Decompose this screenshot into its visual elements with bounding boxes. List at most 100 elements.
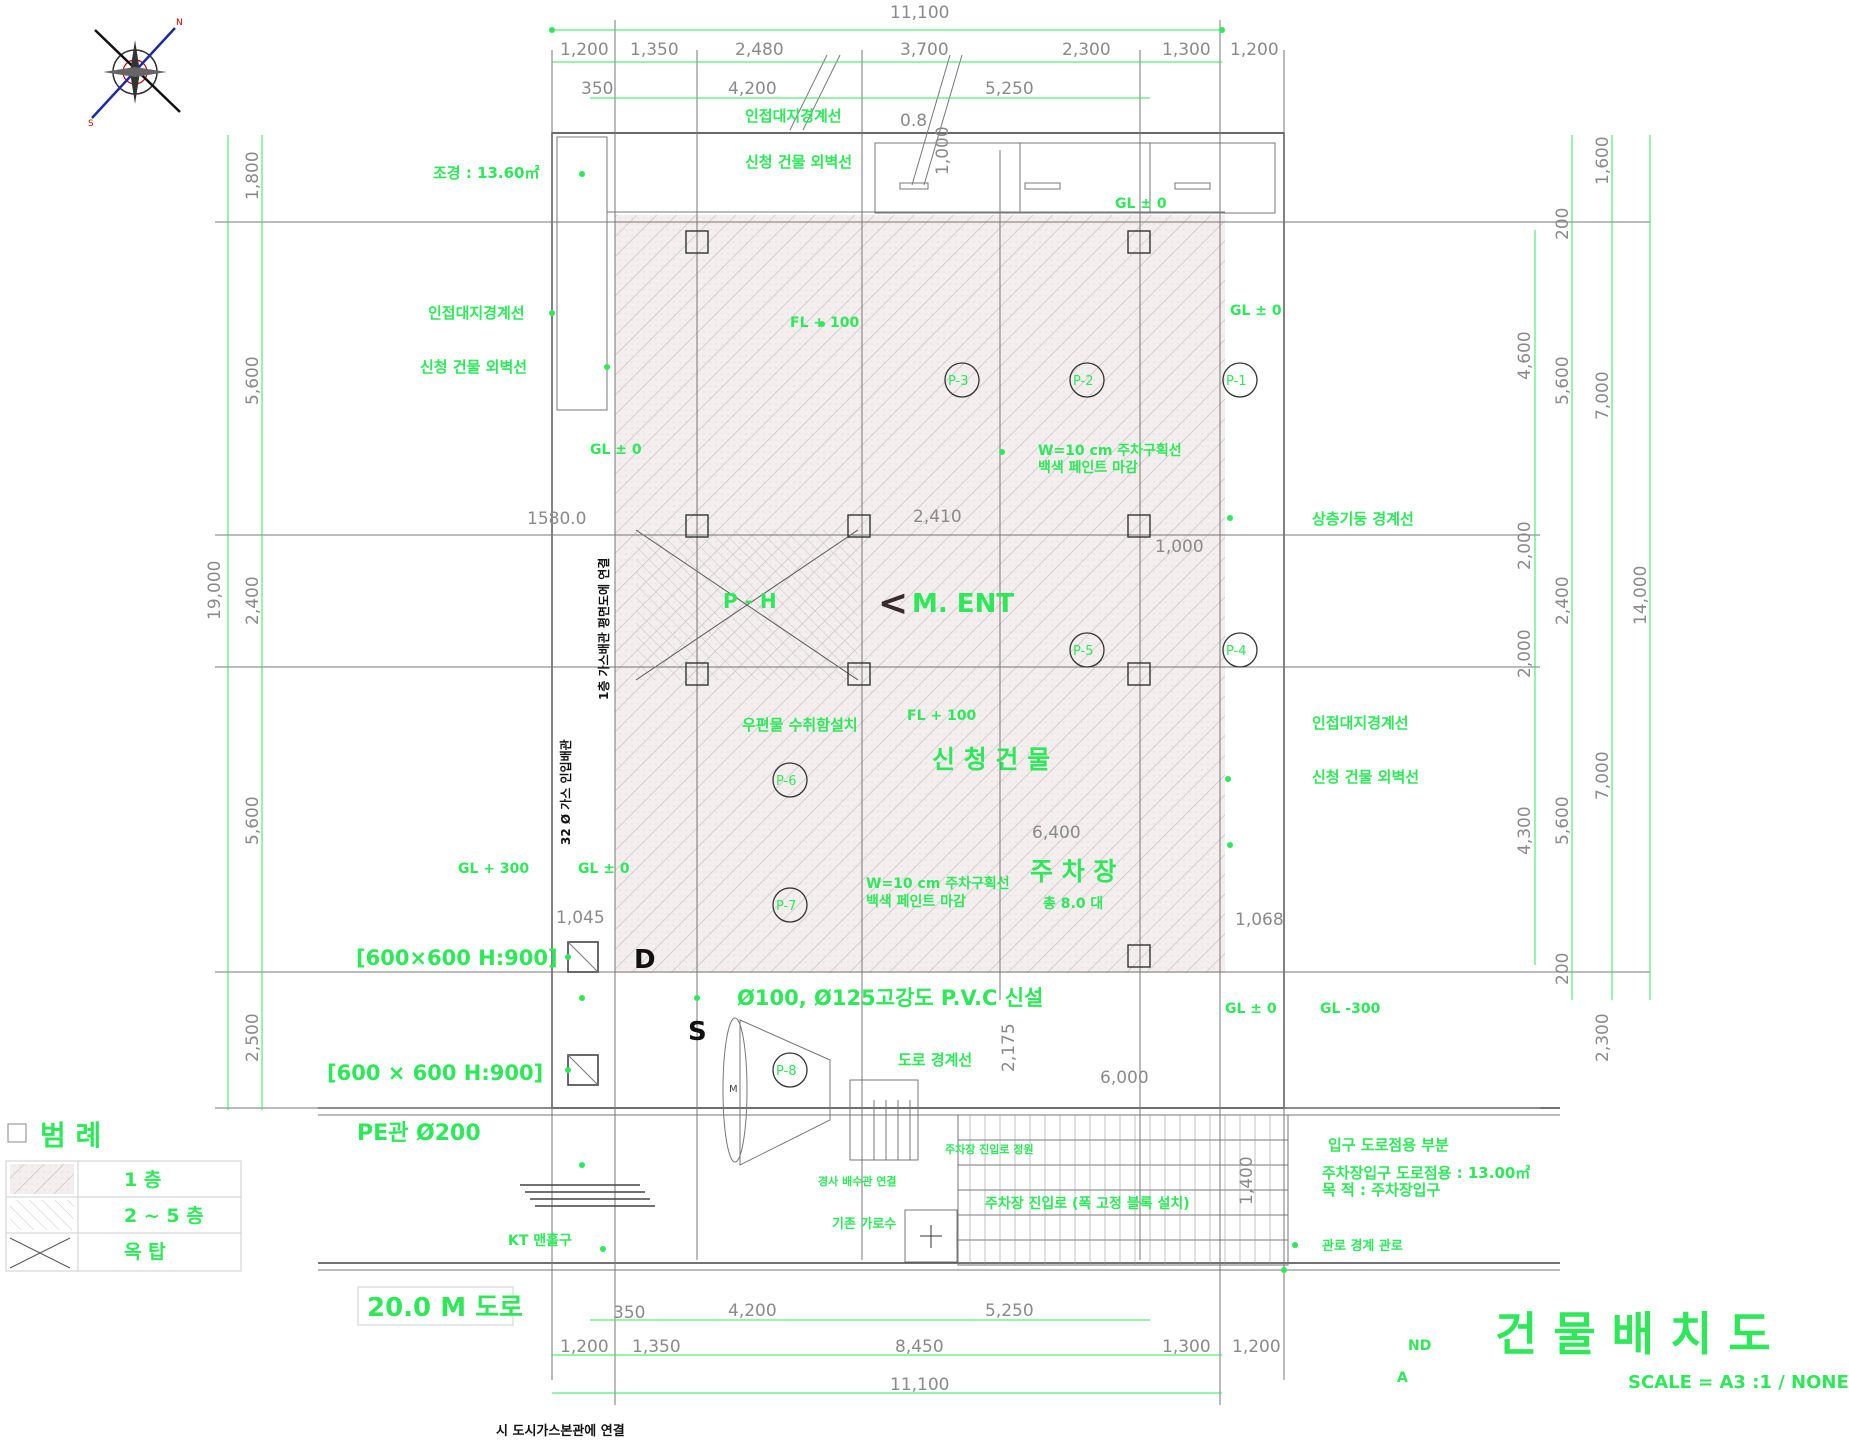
svg-text:7,000: 7,000 (1593, 751, 1613, 800)
tree-label: 기존 가로수 (832, 1217, 896, 1232)
road-boundary-label: 도로 경계선 (898, 1051, 972, 1069)
box-d-label: D (634, 945, 656, 975)
dim-bottom-r2: 1,200 (560, 1337, 609, 1357)
box-s-size: [600 × 600 H:900] (327, 1061, 543, 1085)
svg-text:P-8: P-8 (776, 1064, 797, 1079)
svg-text:P-6: P-6 (776, 774, 797, 789)
dim-label: 1,000 (933, 126, 953, 175)
ramp-label: 주차장 진입로 (폭 고정 블록 설치) (985, 1195, 1190, 1212)
legend-item-1: 1 층 (124, 1169, 161, 1191)
dim-top-total: 11,100 (890, 3, 949, 23)
dim-bottom-r2: 1,350 (632, 1337, 681, 1357)
fl-label: FL + 100 (907, 708, 976, 724)
ramp-small-label: 주차장 진입로 정원 (945, 1142, 1034, 1156)
dim-top-r1: 2,300 (1062, 40, 1111, 60)
dim-bottom-r2: 8,450 (895, 1337, 944, 1357)
parking-line-label: 백색 페인트 마감 (866, 893, 966, 910)
svg-text:2,300: 2,300 (1593, 1013, 1613, 1062)
dim-label: 1,045 (556, 908, 605, 928)
entrance-arrow-icon: < (878, 583, 908, 624)
dim-top-r1: 1,200 (1230, 40, 1279, 60)
eaves-line-label: 상층기둥 경계선 (1312, 510, 1414, 528)
svg-text:5,600: 5,600 (1553, 796, 1573, 845)
dim-top-r1: 1,300 (1162, 40, 1211, 60)
svg-text:S: S (88, 119, 94, 129)
landscape-area (556, 136, 608, 411)
gas-pipe-label: 1층 가스배관 평면도에 연결 (596, 558, 611, 700)
svg-text:2,400: 2,400 (1553, 576, 1573, 625)
gl-label: GL -300 (1320, 1001, 1381, 1017)
dim-top-r1: 2,480 (735, 40, 784, 60)
dim-label: 1,000 (1155, 537, 1204, 557)
svg-text:5,600: 5,600 (243, 796, 263, 845)
svg-text:P-2: P-2 (1073, 374, 1094, 389)
legend-heading: 범 례 (40, 1119, 101, 1152)
dim-label: 1,400 (1237, 1156, 1257, 1205)
parking-line-label: W=10 cm 주차구획선 (1038, 442, 1182, 459)
parking-line-label: 백색 페인트 마감 (1038, 459, 1138, 476)
svg-text:P-7: P-7 (776, 899, 797, 914)
building-outline-left: 신청 건물 외벽선 (420, 358, 527, 376)
svg-text:5,600: 5,600 (243, 356, 263, 405)
svg-text:1,800: 1,800 (243, 151, 263, 200)
dim-label: 6,400 (1032, 823, 1081, 843)
pipe-spec-label: Ø100, Ø125고강도 P.V.C 신설 (737, 986, 1043, 1010)
drawing-title: 건 물 배 치 도 (1495, 1307, 1771, 1361)
svg-text:7,000: 7,000 (1593, 371, 1613, 420)
adjacent-boundary-left: 인접대지경계선 (428, 304, 525, 322)
hydrant-label: 관로 경계 관로 (1322, 1238, 1403, 1254)
svg-text:N: N (176, 18, 183, 28)
gl-label: GL ± 0 (1225, 1001, 1277, 1017)
ph-label: P - H (723, 589, 777, 613)
dim-top-r1: 1,200 (560, 40, 609, 60)
svg-text:200: 200 (1553, 953, 1573, 985)
dim-label: 0.8 (900, 111, 927, 131)
dim-bottom-r2: 1,300 (1162, 1337, 1211, 1357)
left-dimensions: 19,000 1,800 5,600 2,400 5,600 2,500 (205, 151, 263, 1062)
gas-inlet-label: 32 Ø 가스 인입배관 (558, 739, 573, 845)
dim-label: 2,175 (999, 1023, 1019, 1072)
svg-text:1,600: 1,600 (1593, 136, 1613, 185)
a-label: A (1397, 1370, 1408, 1386)
fl-label: FL + 100 (790, 315, 859, 331)
road-name-label: 20.0 M 도로 (367, 1293, 523, 1323)
adjacent-boundary-right: 인접대지경계선 (1312, 714, 1409, 732)
legend-item-3: 옥 탑 (124, 1241, 166, 1263)
parking-line-label: W=10 cm 주차구획선 (866, 875, 1010, 892)
pe-pipe-label: PE관 Ø200 (357, 1121, 481, 1146)
svg-text:2,500: 2,500 (243, 1013, 263, 1062)
svg-text:2,000: 2,000 (1515, 521, 1535, 570)
svg-text:200: 200 (1553, 208, 1573, 240)
dim-bottom-total: 11,100 (890, 1375, 949, 1395)
svg-text:P-1: P-1 (1226, 374, 1247, 389)
gl-label: GL + 300 (458, 861, 529, 877)
entrance-purpose-label: 목 적 : 주차장입구 (1322, 1181, 1440, 1199)
grid-lines (215, 20, 1650, 1405)
dim-top-r1: 1,350 (630, 40, 679, 60)
parking-label: 주 차 장 (1030, 857, 1116, 886)
landscape-label: 조경 : 13.60㎡ (433, 164, 540, 182)
legend: 범 례 1 층 2 ~ 5 층 옥 탑 (5, 1119, 242, 1272)
dim-top-r2: 350 (581, 79, 613, 99)
north-arrow-icon: N S (88, 18, 183, 129)
dim-top-r2: 4,200 (728, 79, 777, 99)
dim-top-r1: 3,700 (900, 40, 949, 60)
dim-label: 6,000 (1100, 1068, 1149, 1088)
svg-text:M: M (729, 1084, 738, 1095)
gl-label: GL ± 0 (578, 861, 630, 877)
legend-item-2: 2 ~ 5 층 (124, 1205, 204, 1227)
gl-label: GL ± 0 (1230, 303, 1282, 319)
svg-text:P-5: P-5 (1073, 644, 1094, 659)
right-dimensions: 1,600 7,000 14,000 7,000 2,300 200 5,600… (1515, 136, 1651, 1062)
dim-top-r2: 5,250 (985, 79, 1034, 99)
nd-label: ND (1408, 1338, 1431, 1354)
dim-bottom-r1: 4,200 (728, 1301, 777, 1321)
adjacent-boundary-top: 인접대지경계선 (745, 107, 842, 125)
svg-text:5,600: 5,600 (1553, 356, 1573, 405)
svg-text:19,000: 19,000 (205, 561, 225, 620)
svg-text:4,300: 4,300 (1515, 806, 1535, 855)
entrance-area-label: 주차장입구 도로점용 : 13.00㎡ (1322, 1164, 1530, 1182)
dim-bottom-r2: 1,200 (1232, 1337, 1281, 1357)
building-outline-top: 신청 건물 외벽선 (745, 153, 852, 171)
